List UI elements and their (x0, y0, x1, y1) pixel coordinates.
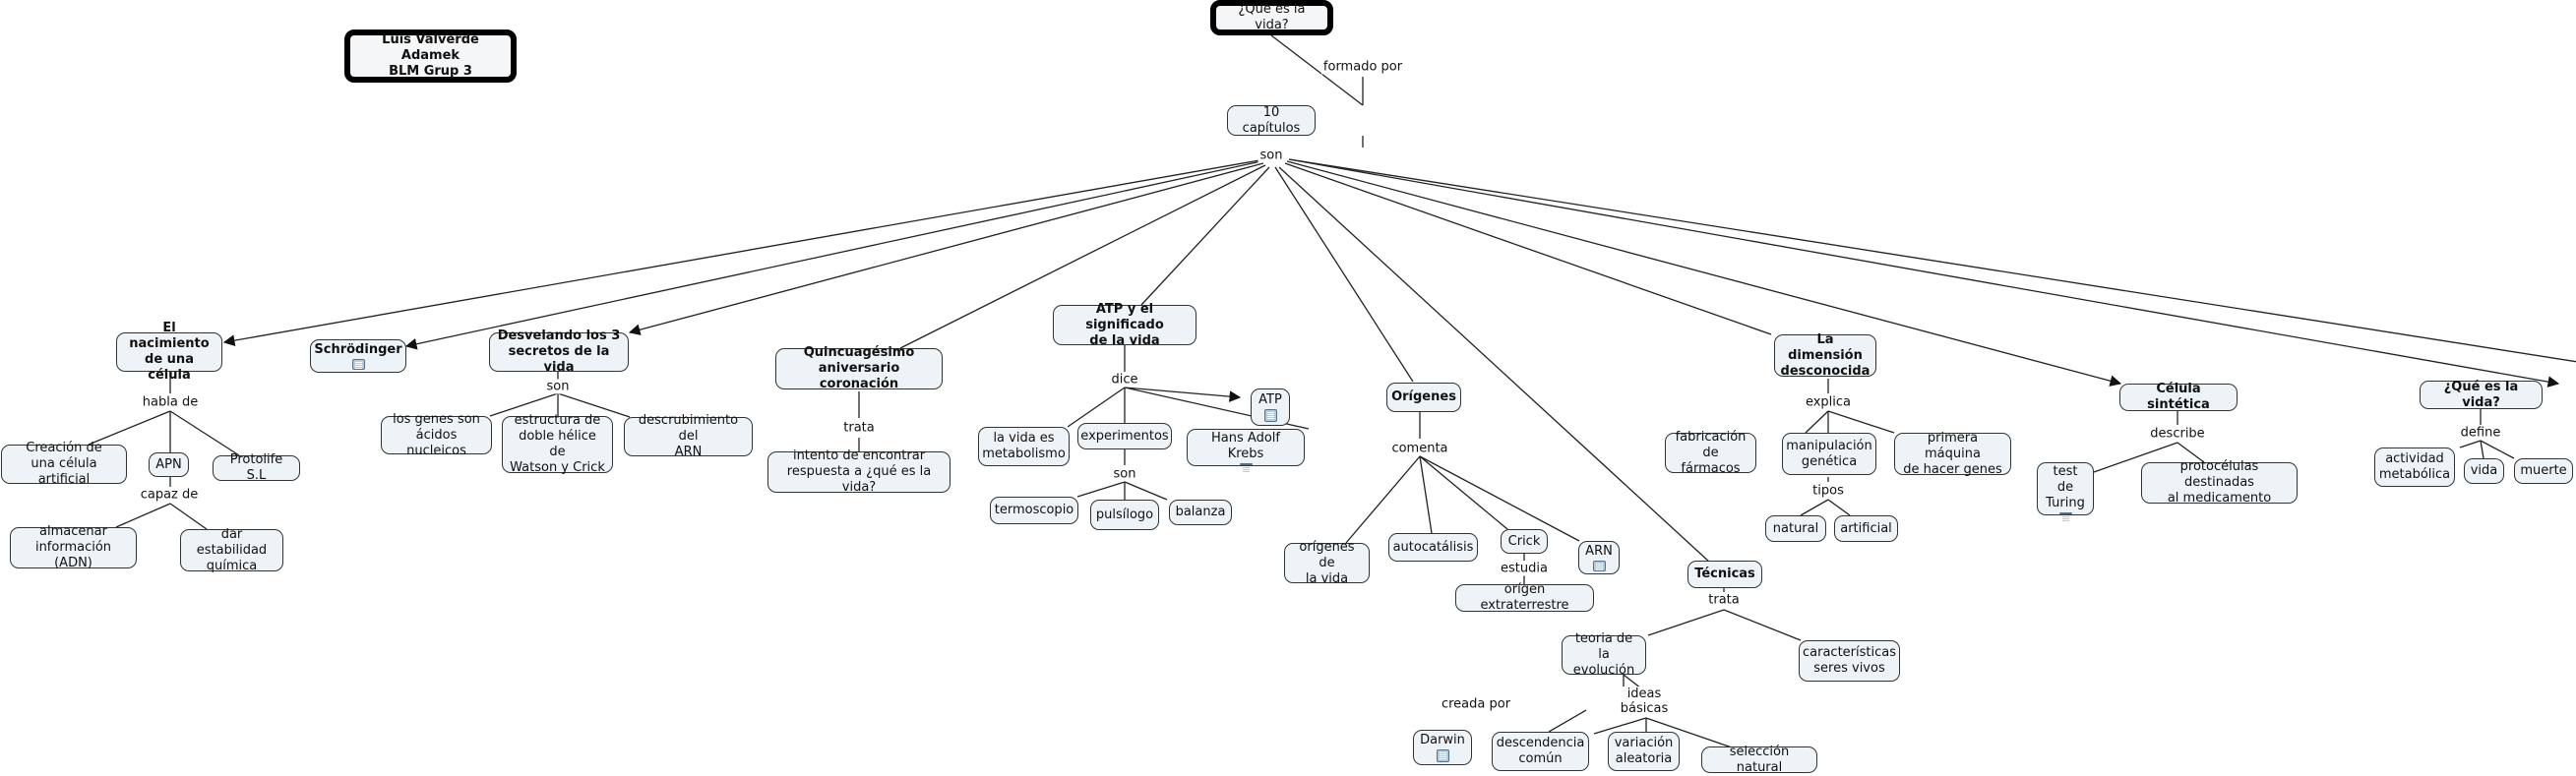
node-schrodinger[interactable]: Schrödinger (310, 339, 406, 373)
node-atp[interactable]: ATP (1251, 388, 1290, 426)
node-estructura[interactable]: estructura de doble hélice de Watson y C… (502, 413, 613, 475)
node-metabolismo[interactable]: la vida es metabolismo (978, 427, 1070, 466)
link-trata-2: trata (1706, 592, 1742, 608)
node-variacion[interactable]: variación aleatoria (1608, 732, 1680, 771)
node-krebs[interactable]: Hans Adolf Krebs (1187, 429, 1305, 473)
node-natural[interactable]: natural (1765, 515, 1826, 542)
node-descendencia[interactable]: descendencia común (1492, 732, 1589, 771)
author-group: BLM Grup 3 (389, 64, 472, 79)
node-intento[interactable]: intento de encontrar respuesta a ¿qué es… (767, 448, 951, 495)
node-arn[interactable]: ARN (1578, 541, 1620, 574)
node-darwin[interactable]: Darwin (1413, 730, 1472, 765)
document-icon[interactable] (2058, 511, 2072, 522)
node-origenes-vida[interactable]: orígenes de la vida (1284, 540, 1370, 586)
link-ideas-basicas: ideas básicas (1618, 686, 1671, 716)
node-protocelulas[interactable]: protocélulas destinadas al medicamento (2141, 459, 2298, 506)
link-habla-de: habla de (140, 394, 201, 410)
node-balanza[interactable]: balanza (1169, 500, 1232, 525)
document-icon[interactable] (351, 359, 365, 370)
node-atp-sig[interactable]: ATP y el significado de la vida (1053, 302, 1196, 348)
node-caracteristicas[interactable]: características seres vivos (1799, 640, 1900, 682)
document-icon[interactable] (1592, 561, 1606, 571)
node-celula-sintetica[interactable]: Célula sintética (2119, 382, 2238, 412)
author-box: Luis Valverde Adamek BLM Grup 3 (344, 30, 517, 83)
document-icon[interactable] (1239, 462, 1253, 473)
link-tipos: tipos (1810, 483, 1846, 499)
link-dice: dice (1109, 372, 1140, 388)
author-name: Luis Valverde Adamek (382, 32, 479, 63)
node-nacimiento[interactable]: El nacimiento de una célula (116, 321, 222, 383)
document-icon[interactable] (1436, 749, 1449, 762)
node-que-vida[interactable]: ¿Qué es la vida? (2420, 380, 2543, 410)
link-son: son (1257, 148, 1285, 163)
node-autocatalisis[interactable]: autocatálisis (1388, 533, 1478, 562)
node-quincuagesimo[interactable]: Quincuagésimo aniversario coronación (775, 345, 943, 391)
node-almacenar[interactable]: almacenar información (ADN) (10, 524, 137, 570)
link-son-3: son (1111, 466, 1138, 482)
node-crick[interactable]: Crick (1501, 529, 1548, 554)
link-trata: trata (841, 420, 877, 436)
document-icon[interactable] (1263, 409, 1277, 422)
node-seleccion[interactable]: selección natural (1701, 745, 1817, 775)
link-creada-por: creada por (1439, 696, 1513, 712)
node-origenes[interactable]: Orígenes (1386, 383, 1461, 412)
node-vida[interactable]: vida (2464, 458, 2504, 484)
node-creacion[interactable]: Creación de una célula artificial (1, 441, 127, 487)
node-genes[interactable]: los genes son ácidos nucleicos (381, 412, 492, 458)
link-comenta: comenta (1389, 441, 1450, 456)
link-son-2: son (544, 379, 572, 394)
node-artificial[interactable]: artificial (1834, 515, 1898, 542)
node-capitulos[interactable]: 10 capítulos (1227, 105, 1316, 136)
node-dimension[interactable]: La dimensión desconocida (1774, 332, 1876, 379)
root-label: ¿Qué es la vida? (1238, 2, 1306, 32)
node-pulsilogo[interactable]: pulsílogo (1090, 500, 1159, 530)
node-tecnicas[interactable]: Técnicas (1687, 561, 1762, 588)
node-teoria[interactable]: teoria de la evolución (1562, 631, 1646, 678)
node-muerte[interactable]: muerte (2514, 458, 2573, 484)
root-node[interactable]: ¿Qué es la vida? (1210, 0, 1333, 35)
link-capaz-de: capaz de (138, 487, 201, 503)
node-desvelando[interactable]: Desvelando los 3 secretos de la vida (489, 328, 629, 375)
node-turing[interactable]: test de Turing (2037, 462, 2094, 522)
link-estudia: estudia (1499, 561, 1550, 576)
node-estabilidad[interactable]: dar estabilidad química (180, 527, 283, 573)
node-manipulacion[interactable]: manipulación genética (1782, 433, 1876, 475)
link-define: define (2458, 425, 2503, 441)
node-apn[interactable]: APN (149, 452, 189, 477)
node-protolife[interactable]: Protolife S.L (213, 452, 300, 483)
link-explica: explica (1803, 394, 1854, 410)
node-arn-desc[interactable]: descrubimiento del ARN (624, 413, 753, 459)
node-extraterrestre[interactable]: orígen extraterrestre (1455, 582, 1594, 613)
link-describe: describe (2148, 426, 2207, 442)
node-actividad[interactable]: actividad metabólica (2374, 448, 2455, 487)
link-formado-por: formado por (1320, 59, 1405, 75)
node-termoscopio[interactable]: termoscopio (990, 497, 1078, 524)
node-maquina[interactable]: primera máquina de hacer genes (1894, 431, 2011, 477)
node-farmacos[interactable]: fabricación de fármacos (1665, 430, 1756, 476)
node-experimentos[interactable]: experimentos (1077, 423, 1172, 449)
